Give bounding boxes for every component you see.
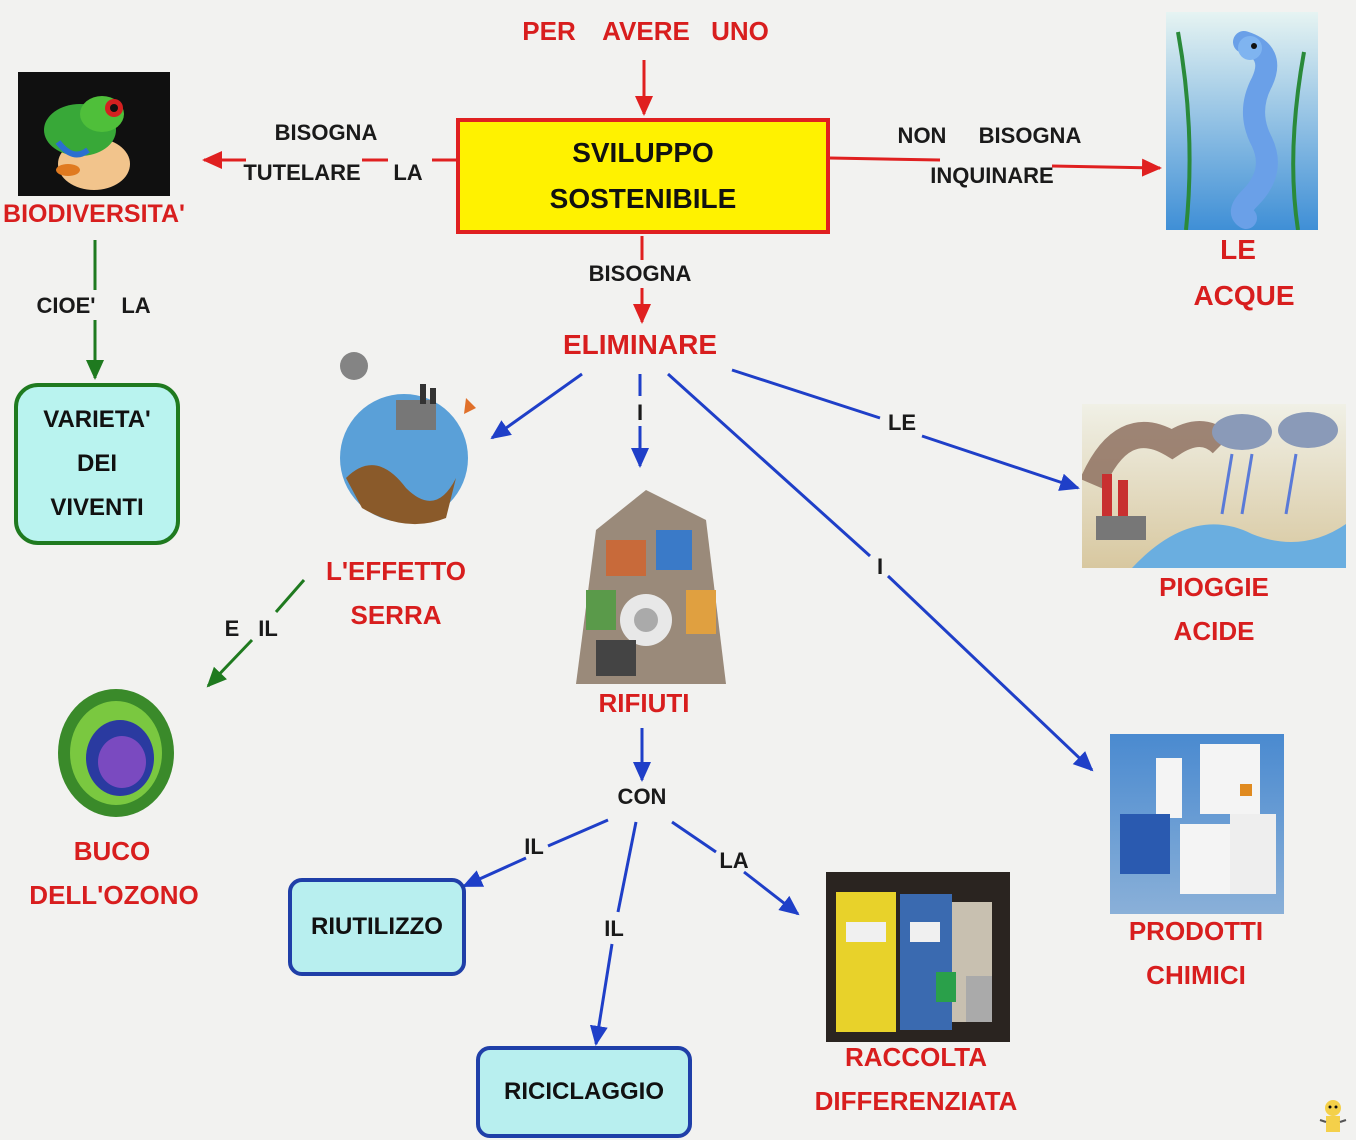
acque-line2: ACQUE	[1193, 280, 1295, 311]
link-con: CON	[617, 784, 667, 809]
node-rifiuti: RIFIUTI	[598, 688, 690, 718]
line-eil-seg	[274, 579, 306, 613]
ozono-line2: DELL'OZONO	[29, 880, 199, 910]
prodotti-line2: CHIMICI	[1146, 960, 1246, 990]
link-il-riciclaggio: IL	[604, 916, 624, 941]
link-bisogna-right: BISOGNA	[978, 123, 1082, 148]
raccolta-line1: RACCOLTA	[844, 1042, 988, 1072]
link-e: E	[224, 616, 240, 641]
link-bisogna-left: BISOGNA	[274, 120, 378, 145]
piogge-line2: ACIDE	[1173, 616, 1255, 646]
line-right-seg	[829, 156, 941, 162]
ozono-line1: BUCO	[73, 836, 151, 866]
node-biodiversita: BIODIVERSITA'	[3, 200, 185, 228]
link-tutelare: TUTELARE	[243, 160, 361, 185]
line-riutilizzo-seg	[547, 818, 609, 848]
link-la-left: LA	[393, 160, 423, 185]
arrow-riutilizzo	[462, 856, 527, 888]
link-la-raccolta: LA	[719, 848, 749, 873]
center-line1: SVILUPPO	[572, 137, 714, 168]
arrow-prodotti	[886, 574, 1094, 772]
acque-line1: LE	[1220, 234, 1256, 265]
node-riciclaggio: RICICLAGGIO	[476, 1046, 692, 1138]
link-le-piogge: LE	[887, 410, 917, 435]
line-piogge-seg	[731, 368, 881, 420]
chemicals-image	[1110, 734, 1284, 914]
raccolta-line2: DIFFERENZIATA	[814, 1086, 1018, 1116]
piogge-line1: PIOGGIE	[1159, 572, 1269, 602]
seahorse-image	[1166, 12, 1318, 230]
varieta-line3: VIVENTI	[50, 494, 144, 521]
link-non: NON	[897, 123, 947, 148]
arrow-right	[1051, 158, 1162, 177]
link-la-cioe: LA	[121, 293, 151, 318]
frog-image	[18, 72, 170, 196]
prodotti-line1: PRODOTTI	[1128, 916, 1264, 946]
label-avere: AVERE	[602, 16, 690, 46]
label-uno: UNO	[711, 16, 769, 46]
label-per: PER	[522, 16, 576, 46]
node-sviluppo-sostenibile: SVILUPPO SOSTENIBILE	[456, 118, 830, 234]
acid-rain-image	[1082, 404, 1346, 568]
link-i-prodotti: I	[876, 554, 884, 579]
line-raccolta-seg	[671, 820, 717, 854]
arrow-raccolta	[743, 870, 800, 916]
line-riciclaggio-seg	[616, 821, 638, 913]
recycling-bins-image	[826, 872, 1010, 1042]
garbage-image	[566, 470, 730, 684]
link-il-riutilizzo: IL	[524, 834, 544, 859]
link-il-ozono: IL	[258, 616, 278, 641]
ozone-hole-image	[56, 686, 176, 820]
node-varieta-dei-viventi: VARIETA' DEI VIVENTI	[14, 383, 180, 545]
arrow-ozono	[206, 638, 254, 688]
varieta-line2: DEI	[76, 450, 117, 477]
effetto-line2: SERRA	[350, 600, 442, 630]
line-prodotti-seg	[666, 372, 872, 558]
arrow-riciclaggio	[589, 943, 614, 1046]
mascot-icon	[1318, 1098, 1348, 1138]
arrow-piogge	[921, 434, 1080, 491]
link-inquinare: INQUINARE	[930, 163, 1054, 188]
node-eliminare: ELIMINARE	[563, 329, 717, 360]
center-line2: SOSTENIBILE	[549, 183, 737, 214]
varieta-line1: VARIETA'	[43, 406, 151, 433]
link-bisogna-down: BISOGNA	[588, 261, 692, 286]
arrow-effetto	[490, 372, 583, 440]
effetto-line1: L'EFFETTO	[325, 556, 467, 586]
greenhouse-image	[326, 348, 482, 548]
link-i-rifiuti: I	[636, 400, 644, 425]
link-cioe: CIOE'	[36, 293, 96, 318]
node-riutilizzo: RIUTILIZZO	[288, 878, 466, 976]
